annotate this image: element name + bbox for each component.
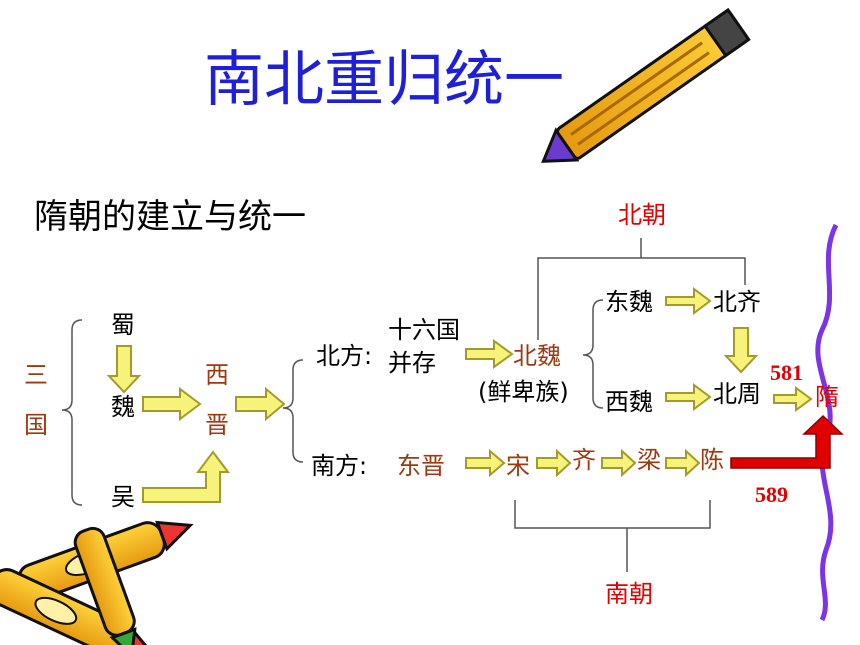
northern-qi: 北齐 <box>713 288 761 316</box>
southern-dynasties-label: 南朝 <box>605 580 653 608</box>
year-589: 589 <box>755 482 788 507</box>
northern-wei-split-brace <box>582 299 604 409</box>
section-subtitle: 隋朝的建立与统一 <box>34 197 306 237</box>
three-kingdoms-label-2: 国 <box>24 411 48 439</box>
song-dynasty: 宋 <box>506 452 530 480</box>
sixteen-kingdoms-line2: 并存 <box>388 349 436 377</box>
crayon-bundle-icon <box>0 520 194 645</box>
northern-zhou: 北周 <box>713 380 761 408</box>
pencil-icon <box>541 7 751 163</box>
northern-dynasties-bracket <box>537 238 746 340</box>
eastern-wei: 东魏 <box>605 288 653 316</box>
wu-kingdom: 吴 <box>111 483 135 511</box>
chen-dynasty: 陈 <box>700 446 724 474</box>
arrow-up-bent-icon <box>142 450 230 503</box>
western-jin-char-2: 晋 <box>205 411 229 439</box>
liang-dynasty: 梁 <box>637 446 661 474</box>
arrow-right-icon <box>142 287 813 478</box>
arrow-down-icon <box>106 327 759 394</box>
eastern-jin: 东晋 <box>397 452 445 480</box>
northern-dynasties-label: 北朝 <box>618 201 666 229</box>
page-title: 南北重归统一 <box>204 45 564 115</box>
western-jin-char-1: 西 <box>205 361 229 389</box>
three-kingdoms-label-1: 三 <box>24 361 48 389</box>
shu-kingdom: 蜀 <box>111 311 135 339</box>
three-kingdoms-brace <box>61 319 83 506</box>
xianbei-note: (鲜卑族) <box>478 378 569 406</box>
southern-dynasties-bracket <box>514 500 711 572</box>
sui-dynasty: 隋 <box>815 383 839 411</box>
south-label: 南方: <box>311 452 368 480</box>
wei-kingdom: 魏 <box>111 393 135 421</box>
sixteen-kingdoms-line1: 十六国 <box>388 316 460 344</box>
unification-arrow <box>730 414 844 469</box>
north-south-brace <box>282 359 304 463</box>
northern-wei: 北魏 <box>513 342 561 370</box>
qi-dynasty: 齐 <box>572 446 596 474</box>
western-wei: 西魏 <box>605 388 653 416</box>
north-label: 北方: <box>316 342 373 370</box>
year-581: 581 <box>770 360 803 385</box>
